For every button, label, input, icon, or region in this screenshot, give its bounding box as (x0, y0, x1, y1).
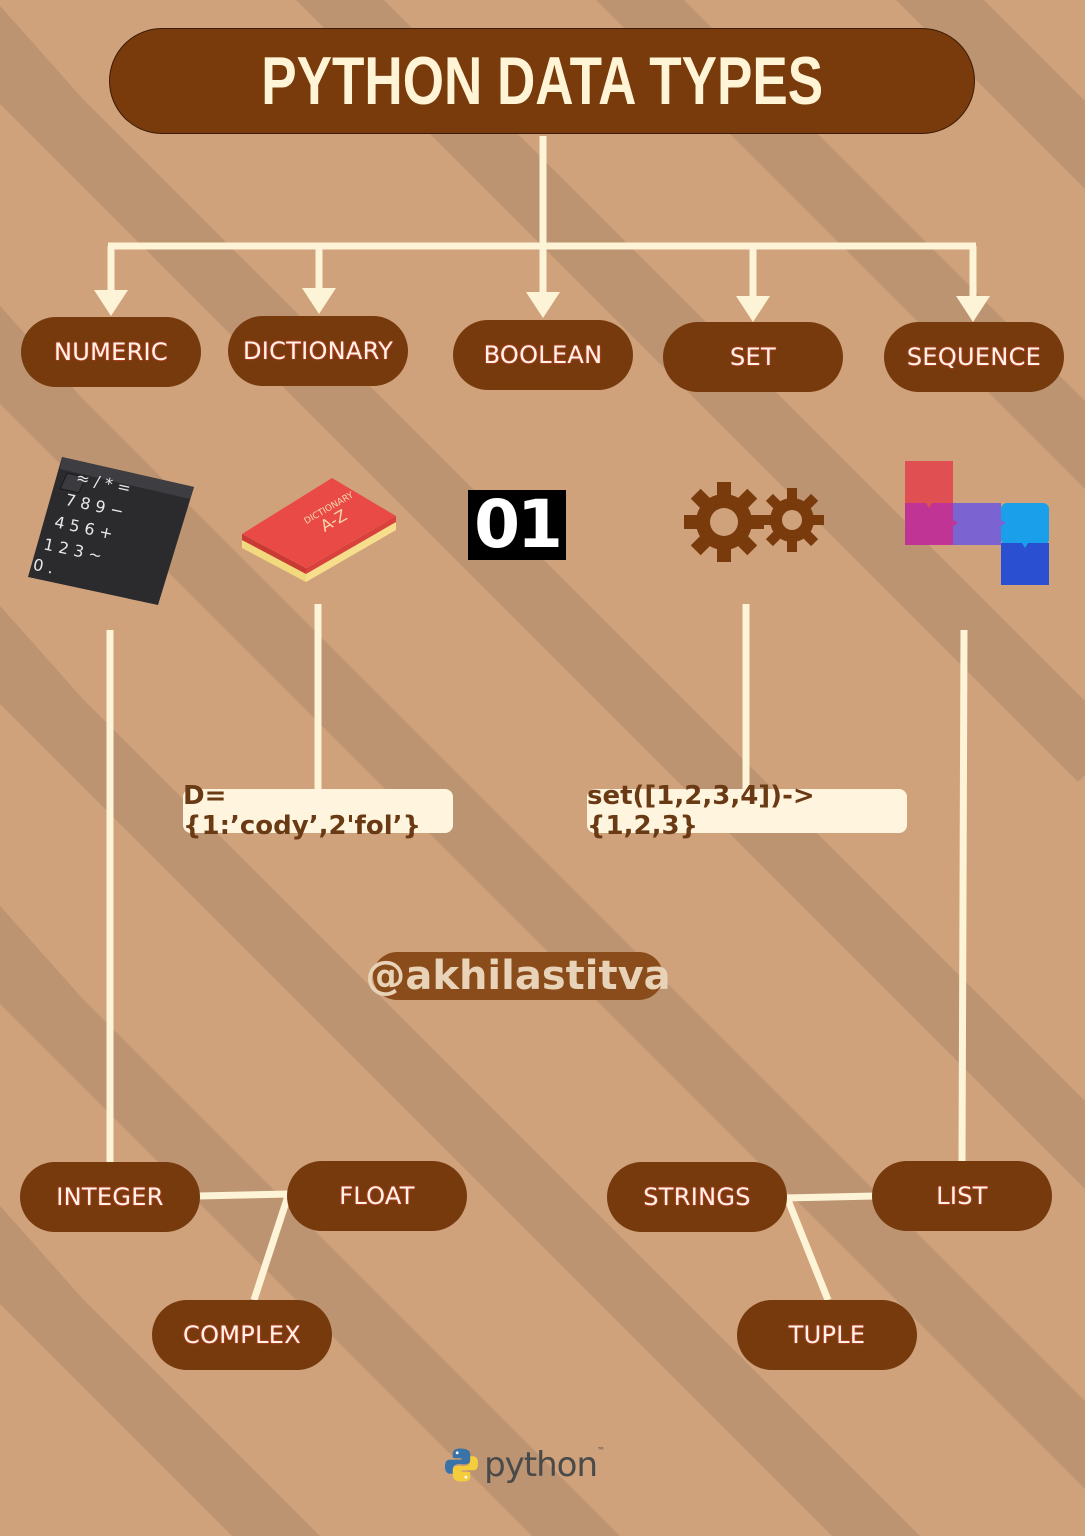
category-boolean: BOOLEAN (453, 320, 633, 390)
subtype-integer-label: INTEGER (56, 1183, 164, 1211)
category-boolean-label: BOOLEAN (483, 341, 603, 369)
dictionary-example-text: D={1:’cody’,2'fol’} (183, 781, 421, 841)
gears-icon (684, 482, 824, 562)
category-dictionary: DICTIONARY (228, 316, 408, 386)
subtype-list-label: LIST (936, 1182, 988, 1210)
python-logo-text: python (484, 1445, 598, 1485)
author-handle-text: @akhilastitva (365, 953, 671, 999)
set-example: set([1,2,3,4])->{1,2,3} (587, 781, 907, 841)
category-numeric: NUMERIC (21, 317, 201, 387)
subtype-tuple-label: TUPLE (788, 1321, 866, 1349)
title-text: PYTHON DATA TYPES (261, 43, 823, 119)
binary-digits-icon: 01 (468, 490, 566, 560)
category-sequence-label: SEQUENCE (906, 343, 1042, 371)
svg-text:0 .: 0 . (31, 555, 55, 578)
sequence-blocks-icon (905, 461, 1049, 585)
author-handle: @akhilastitva (365, 952, 671, 1000)
trademark-symbol: ™ (597, 1446, 605, 1455)
category-sequence: SEQUENCE (884, 322, 1064, 392)
dictionary-example: D={1:’cody’,2'fol’} (183, 781, 453, 841)
subtype-float-label: FLOAT (339, 1182, 415, 1210)
category-set-label: SET (730, 343, 776, 371)
python-snake-icon (445, 1448, 479, 1482)
calculator-icon: ≈ / * = 7 8 9 − 4 5 6 + 1 2 3 ~ 0 . (28, 457, 194, 605)
subtype-strings-label: STRINGS (643, 1183, 751, 1211)
subtype-complex-label: COMPLEX (183, 1321, 301, 1349)
subtype-integer: INTEGER (20, 1162, 200, 1232)
binary-digits-text: 01 (474, 486, 563, 563)
page-title: PYTHON DATA TYPES (109, 28, 975, 134)
category-set: SET (663, 322, 843, 392)
set-example-text: set([1,2,3,4])->{1,2,3} (587, 781, 815, 841)
category-numeric-label: NUMERIC (53, 338, 168, 366)
category-dictionary-label: DICTIONARY (242, 337, 394, 365)
subtype-float: FLOAT (287, 1161, 467, 1231)
subtype-tuple: TUPLE (737, 1300, 917, 1370)
dictionary-book-icon: DICTIONARY A-Z (242, 478, 396, 582)
subtype-list: LIST (872, 1161, 1052, 1231)
subtype-complex: COMPLEX (152, 1300, 332, 1370)
python-logo: python ™ (445, 1440, 605, 1490)
subtype-strings: STRINGS (607, 1162, 787, 1232)
